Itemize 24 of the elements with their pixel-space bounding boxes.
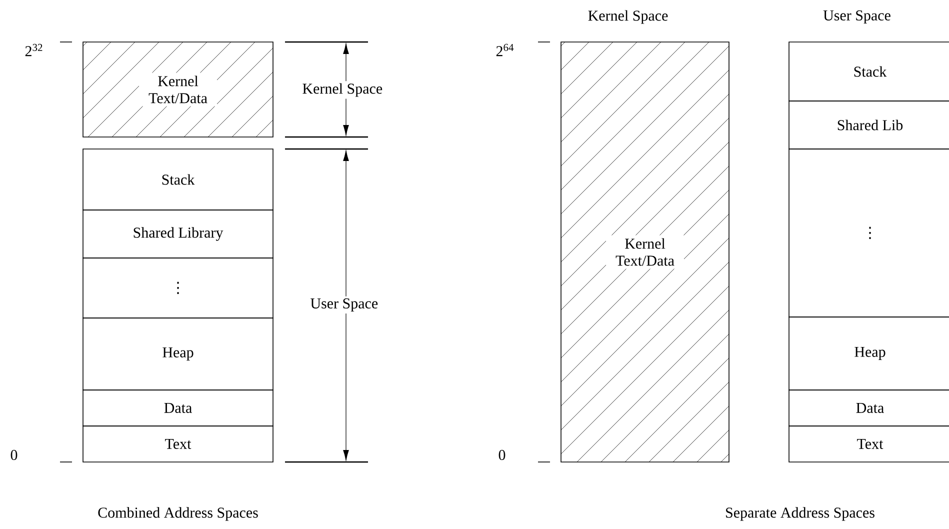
dimension-label: User Space [308, 296, 380, 314]
memory-segment: ⋮ [788, 148, 949, 318]
memory-segment: Text [82, 426, 274, 462]
kernel-region: Kernel Text/Data [82, 42, 274, 138]
axis-label: 0 [10, 450, 18, 460]
column-heading: Kernel Space [588, 10, 668, 24]
memory-segment: Text [788, 426, 949, 462]
memory-segment: Shared Library [82, 210, 274, 258]
memory-segment: Heap [82, 318, 274, 390]
caption: Separate Address Spaces [726, 507, 874, 521]
kernel-region: Kernel Text/Data [560, 42, 730, 462]
memory-segment: Data [788, 390, 949, 426]
column-heading: User Space [823, 10, 890, 24]
memory-segment: Stack [82, 148, 274, 210]
memory-segment: Data [82, 390, 274, 426]
axis-label: 0 [498, 450, 506, 460]
memory-segment: Heap [788, 316, 949, 390]
memory-segment: Stack [788, 42, 949, 102]
dimension-label: Kernel Space [300, 81, 385, 99]
memory-segment: Shared Lib [788, 100, 949, 150]
axis-label: 2$^{64}$ [496, 44, 514, 56]
memory-segment: ⋮ [82, 258, 274, 318]
caption: Combined Address Spaces [98, 507, 258, 521]
axis-label: 2$^{32}$ [25, 44, 42, 56]
